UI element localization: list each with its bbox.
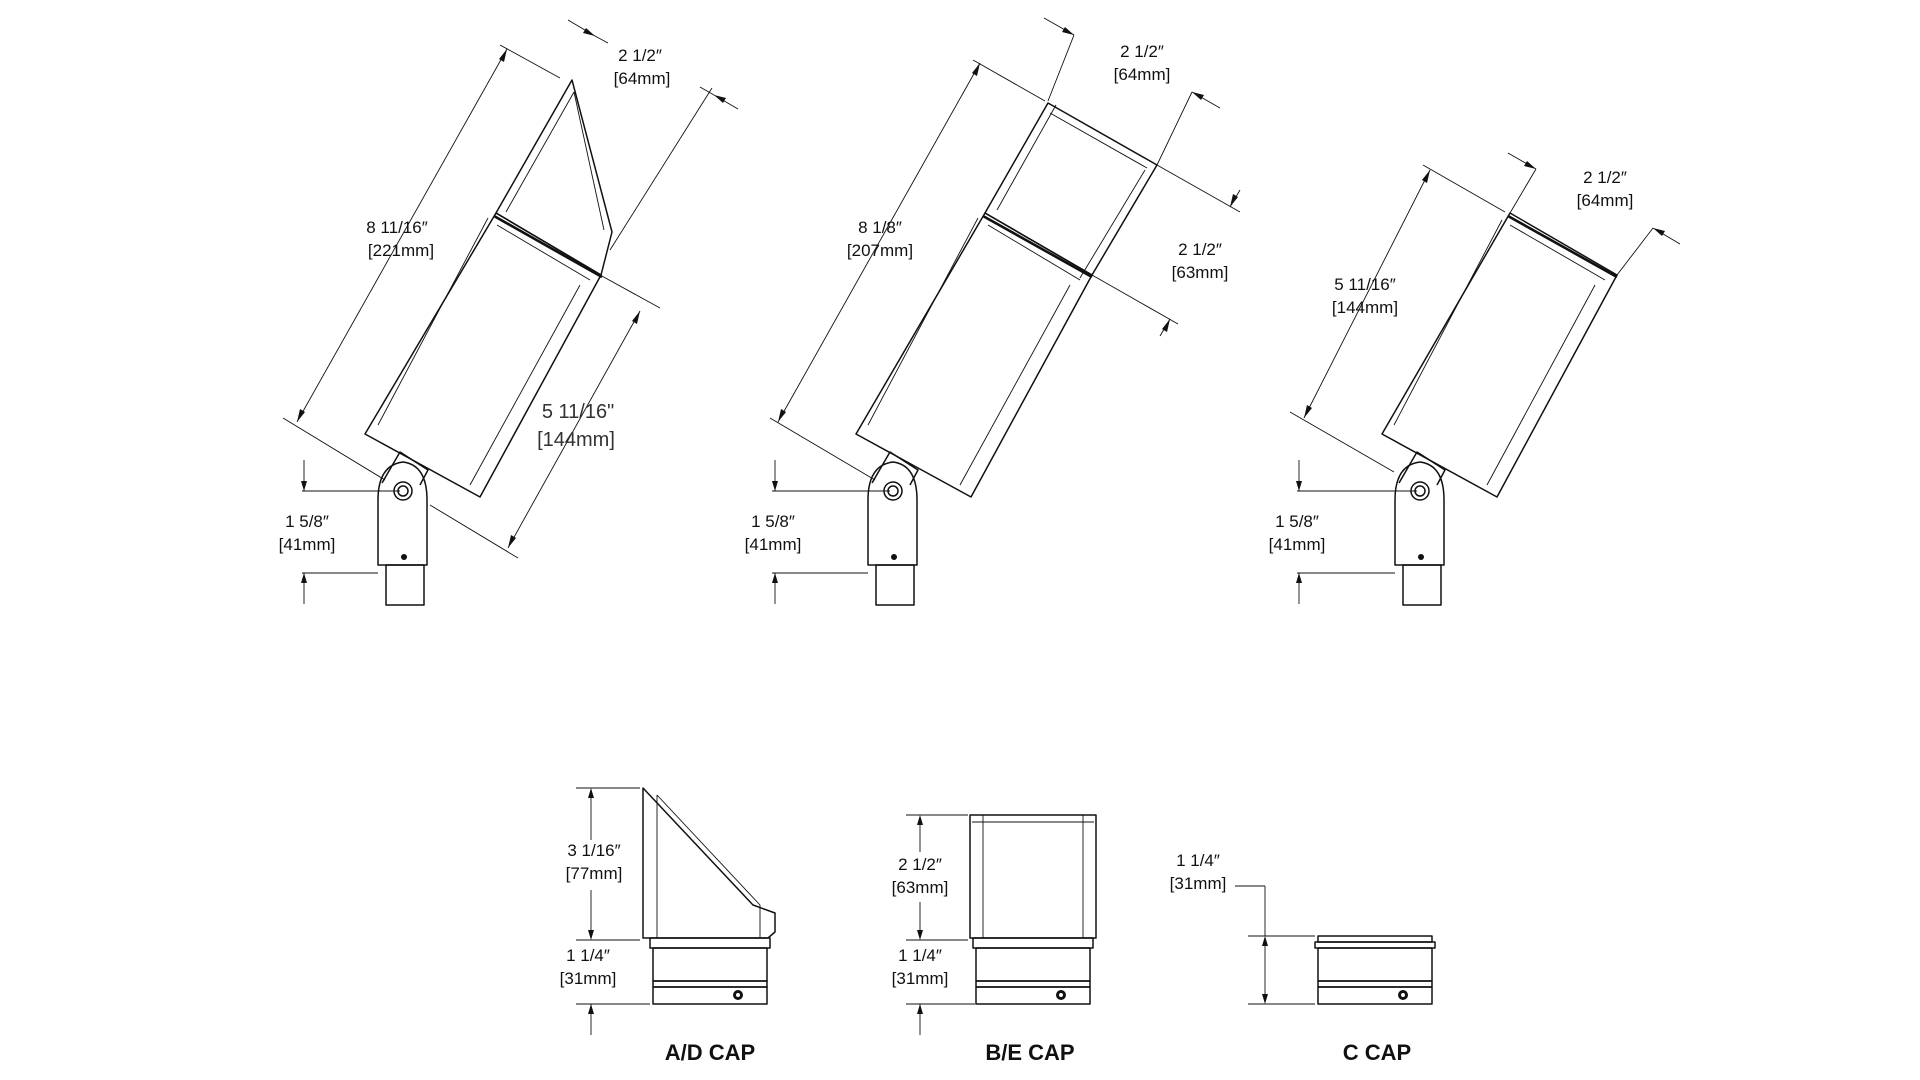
- be-cap-base-dimension: 1 1/4″ [31mm]: [892, 946, 975, 1035]
- fixture-1-knuckle-dimension: 1 5/8″ [41mm]: [279, 460, 400, 604]
- fixture-1-body-dimension: 5 11/16" [144mm]: [429, 274, 661, 559]
- fixture-2-width-mm: [64mm]: [1114, 65, 1171, 84]
- fixture-2-overall-inch: 8 1/8″: [858, 218, 902, 237]
- fixture-3-overall-dimension: 5 11/16″ [144mm]: [1289, 164, 1506, 473]
- fixture-3-knuckle-mm: [41mm]: [1269, 535, 1326, 554]
- fixture-2: 8 1/8″ [207mm] 2 1/2″ [64mm] 2 1/2″ [63m…: [745, 17, 1241, 606]
- fixture-1-knuckle-mm: [41mm]: [279, 535, 336, 554]
- be-cap-base-inch: 1 1/4″: [898, 946, 942, 965]
- fixture-2-cap-mm: [63mm]: [1172, 263, 1229, 282]
- fixture-1-width-inch: 2 1/2″: [618, 46, 662, 65]
- fixture-3-knuckle-inch: 1 5/8″: [1275, 512, 1319, 531]
- fixture-3-width-inch: 2 1/2″: [1583, 168, 1627, 187]
- c-cap-base-inch: 1 1/4″: [1176, 851, 1220, 870]
- be-cap-height-mm: [63mm]: [892, 878, 949, 897]
- fixture-2-cap-dimension: 2 1/2″ [63mm]: [1091, 164, 1241, 337]
- c-cap-drawing: [1314, 935, 1436, 1005]
- fixture-1-overall-inch: 8 11/16″: [366, 218, 427, 237]
- be-cap-base-mm: [31mm]: [892, 969, 949, 988]
- be-cap-height-dimension: 2 1/2″ [63mm]: [892, 814, 968, 941]
- ad-cap-height-inch: 3 1/16″: [567, 841, 620, 860]
- fixture-2-width-dimension: 2 1/2″ [64mm]: [1043, 17, 1221, 166]
- c-cap-title: C CAP: [1343, 1040, 1411, 1065]
- fixture-2-knuckle-mm: [41mm]: [745, 535, 802, 554]
- fixture-2-knuckle-dimension: 1 5/8″ [41mm]: [745, 460, 890, 604]
- fixture-3-overall-mm: [144mm]: [1332, 298, 1398, 317]
- fixture-1-width-mm: [64mm]: [614, 69, 671, 88]
- ad-cap-height-mm: [77mm]: [566, 864, 623, 883]
- fixture-3-width-dimension: 2 1/2″ [64mm]: [1507, 152, 1681, 276]
- ad-cap: 3 1/16″ [77mm] 1 1/4″ [31mm] A/D CAP: [560, 787, 776, 1065]
- fixture-2-cap-inch: 2 1/2″: [1178, 240, 1222, 259]
- ad-cap-base-mm: [31mm]: [560, 969, 617, 988]
- fixture-2-overall-dimension: 8 1/8″ [207mm]: [769, 59, 1046, 481]
- fixture-1-overall-mm: [221mm]: [368, 241, 434, 260]
- c-cap: 1 1/4″ [31mm] C CAP: [1170, 851, 1436, 1065]
- fixture-2-width-inch: 2 1/2″: [1120, 42, 1164, 61]
- fixture-1-body-mm: [144mm]: [537, 429, 615, 451]
- fixture-2-body: [855, 102, 1158, 606]
- fixture-2-overall-mm: [207mm]: [847, 241, 913, 260]
- fixture-1: 8 11/16″ [221mm] 2 1/2″ [64mm] 5 11/16" …: [279, 19, 739, 606]
- fixture-3-knuckle-dimension: 1 5/8″ [41mm]: [1269, 460, 1417, 604]
- c-cap-base-mm: [31mm]: [1170, 874, 1227, 893]
- fixture-3-overall-inch: 5 11/16″: [1334, 275, 1395, 294]
- fixture-3-width-mm: [64mm]: [1577, 191, 1634, 210]
- fixture-3-body: [1381, 212, 1618, 606]
- ad-cap-title: A/D CAP: [665, 1040, 755, 1065]
- fixture-1-body-inch: 5 11/16": [542, 401, 614, 423]
- c-cap-base-dimension: 1 1/4″ [31mm]: [1170, 851, 1315, 1005]
- fixture-1-width-dimension: 2 1/2″ [64mm]: [567, 19, 739, 251]
- fixture-1-knuckle-inch: 1 5/8″: [285, 512, 329, 531]
- ad-cap-drawing: [642, 787, 776, 1005]
- ad-cap-base-dimension: 1 1/4″ [31mm]: [560, 946, 650, 1035]
- ad-cap-base-inch: 1 1/4″: [566, 946, 610, 965]
- fixture-3: 5 11/16″ [144mm] 2 1/2″ [64mm] 1 5/8″ [4…: [1269, 152, 1681, 606]
- be-cap-drawing: [969, 814, 1097, 1005]
- fixture-1-body: [364, 79, 613, 606]
- be-cap: 2 1/2″ [63mm] 1 1/4″ [31mm] B/E CAP: [892, 814, 1097, 1065]
- ad-cap-height-dimension: 3 1/16″ [77mm]: [566, 787, 640, 941]
- be-cap-height-inch: 2 1/2″: [898, 855, 942, 874]
- be-cap-title: B/E CAP: [985, 1040, 1074, 1065]
- fixture-2-knuckle-inch: 1 5/8″: [751, 512, 795, 531]
- fixture-1-overall-dimension: 8 11/16″ [221mm]: [282, 44, 561, 481]
